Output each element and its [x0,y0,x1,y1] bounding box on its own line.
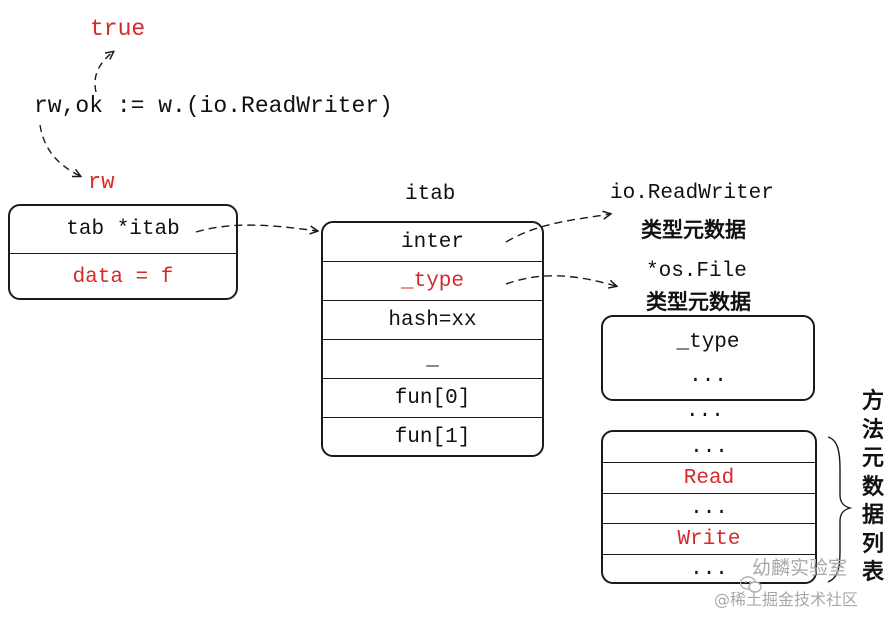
type-meta-field: _type [676,330,740,354]
type-to-concrete-meta-arrow [505,275,616,286]
method-label-char: 法 [862,417,885,443]
type-meta-ellipsis: ... [689,364,727,388]
method-list-brace [827,436,853,583]
watermark-account: 幼麟实验室 [724,553,848,593]
rw-arrow [39,124,80,176]
itab-divider [323,300,542,301]
method-label-char: 方 [862,389,885,414]
itab-box: inter _type hash=xx _ fun[0] fun[1] [321,221,544,457]
type-meta-box: _type ... [601,315,815,401]
concrete-type-meta-label: 类型元数据 [646,290,751,314]
memory-gap-ellipsis: ... [686,400,724,423]
method-label-char: 据 [862,503,885,528]
itab-divider [323,261,542,262]
itab-hash-field: hash=xx [388,308,477,332]
watermark-account-name: 幼麟实验室 [752,557,848,579]
itab-title: itab [405,183,456,206]
itab-divider [323,417,542,418]
method-divider [603,523,815,524]
itab-padding-field: _ [426,347,439,371]
method-label-char: 元 [862,446,885,471]
method-label-char: 列 [862,531,885,557]
method-label-char: 表 [862,560,885,585]
ok-arrow [94,52,113,93]
method-divider [603,554,815,555]
method-write: Write [677,527,741,551]
method-divider [603,493,815,494]
method-metadata-list-label: 方 法 元 数 据 列 表 [862,388,886,588]
itab-divider [323,339,542,340]
type-assertion-code: rw,ok := w.(io.ReadWriter) [34,93,393,119]
iface-divider [10,253,236,254]
rw-variable-label: rw [88,170,115,195]
method-list-ellipsis: ... [690,557,728,581]
iface-type-meta-label: 类型元数据 [641,218,746,242]
watermark-site: @稀土掘金技术社区 [714,590,859,609]
itab-inter-field: inter [400,230,464,254]
iface-type-name: io.ReadWriter [610,182,774,205]
method-list-box: ... Read ... Write ... [601,430,817,584]
ok-result-label: true [90,16,146,42]
tab-to-itab-arrow [195,224,317,232]
itab-type-field: _type [400,269,464,293]
method-divider [603,462,815,463]
itab-fun0-field: fun[0] [394,386,471,410]
method-list-ellipsis: ... [690,435,728,459]
iface-tab-field: tab *itab [66,218,180,241]
iface-data-field: data = f [72,265,174,289]
inter-to-iface-meta-arrow [505,214,610,243]
itab-divider [323,378,542,379]
method-list-ellipsis: ... [690,497,728,520]
method-read: Read [683,466,735,490]
concrete-type-name: *os.File [646,260,747,283]
itab-fun1-field: fun[1] [394,425,471,449]
wechat-icon [724,558,762,593]
iface-value-box: tab *itab data = f [8,204,238,300]
method-label-char: 数 [862,474,885,500]
